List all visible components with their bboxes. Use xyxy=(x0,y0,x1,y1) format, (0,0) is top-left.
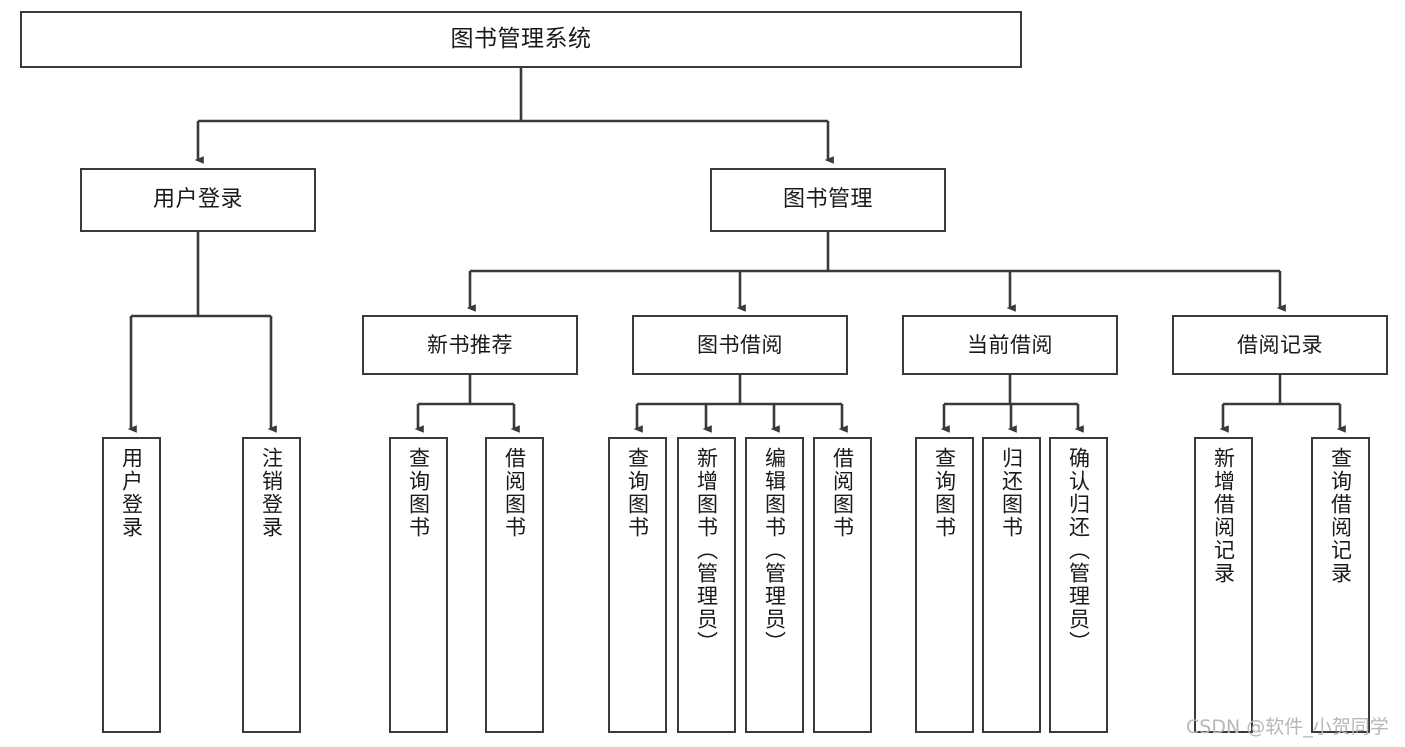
node-label: 归还图书 xyxy=(999,447,1024,539)
node-label: 编辑图书（管理员） xyxy=(762,447,787,654)
node-label: 借阅图书 xyxy=(830,447,855,539)
leaf-user-login-logout[interactable]: 注销登录 xyxy=(242,437,301,733)
node-label: 图书管理 xyxy=(782,187,873,213)
node-label: 查询图书 xyxy=(932,447,957,539)
node-label: 注销登录 xyxy=(259,447,284,539)
leaf-current-borrow-return-book[interactable]: 归还图书 xyxy=(982,437,1041,733)
node-label: 用户登录 xyxy=(119,447,144,539)
node-label: 借阅记录 xyxy=(1237,332,1323,357)
leaf-current-borrow-confirm-return[interactable]: 确认归还（管理员） xyxy=(1049,437,1108,733)
node-label: 确认归还（管理员） xyxy=(1066,447,1091,654)
node-current-borrow[interactable]: 当前借阅 xyxy=(902,315,1118,375)
leaf-new-book-query-book[interactable]: 查询图书 xyxy=(389,437,448,733)
node-label: 新增图书（管理员） xyxy=(694,447,719,654)
leaf-new-book-borrow-book[interactable]: 借阅图书 xyxy=(485,437,544,733)
leaf-book-borrow-edit-book[interactable]: 编辑图书（管理员） xyxy=(745,437,804,733)
node-user-login[interactable]: 用户登录 xyxy=(80,168,316,232)
leaf-borrow-record-query-record[interactable]: 查询借阅记录 xyxy=(1311,437,1370,733)
node-book-borrow[interactable]: 图书借阅 xyxy=(632,315,848,375)
csdn-watermark: CSDN @软件_小贺同学 xyxy=(1186,716,1389,738)
leaf-current-borrow-query-book[interactable]: 查询图书 xyxy=(915,437,974,733)
node-root-system[interactable]: 图书管理系统 xyxy=(20,11,1022,68)
node-label: 图书借阅 xyxy=(697,332,783,357)
leaf-book-borrow-borrow-book[interactable]: 借阅图书 xyxy=(813,437,872,733)
node-book-management[interactable]: 图书管理 xyxy=(710,168,946,232)
node-label: 查询图书 xyxy=(625,447,650,539)
node-borrow-record[interactable]: 借阅记录 xyxy=(1172,315,1388,375)
node-label: 新增借阅记录 xyxy=(1211,447,1236,585)
node-label: 查询借阅记录 xyxy=(1328,447,1353,585)
leaf-book-borrow-add-book[interactable]: 新增图书（管理员） xyxy=(677,437,736,733)
leaf-book-borrow-query-book[interactable]: 查询图书 xyxy=(608,437,667,733)
node-new-book-recommendation[interactable]: 新书推荐 xyxy=(362,315,578,375)
leaf-borrow-record-add-record[interactable]: 新增借阅记录 xyxy=(1194,437,1253,733)
node-label: 借阅图书 xyxy=(502,447,527,539)
node-label: 新书推荐 xyxy=(427,332,513,357)
node-label: 用户登录 xyxy=(152,187,243,213)
leaf-user-login-login[interactable]: 用户登录 xyxy=(102,437,161,733)
node-label: 当前借阅 xyxy=(967,332,1053,357)
node-label: 查询图书 xyxy=(406,447,431,539)
node-label: 图书管理系统 xyxy=(450,25,592,52)
